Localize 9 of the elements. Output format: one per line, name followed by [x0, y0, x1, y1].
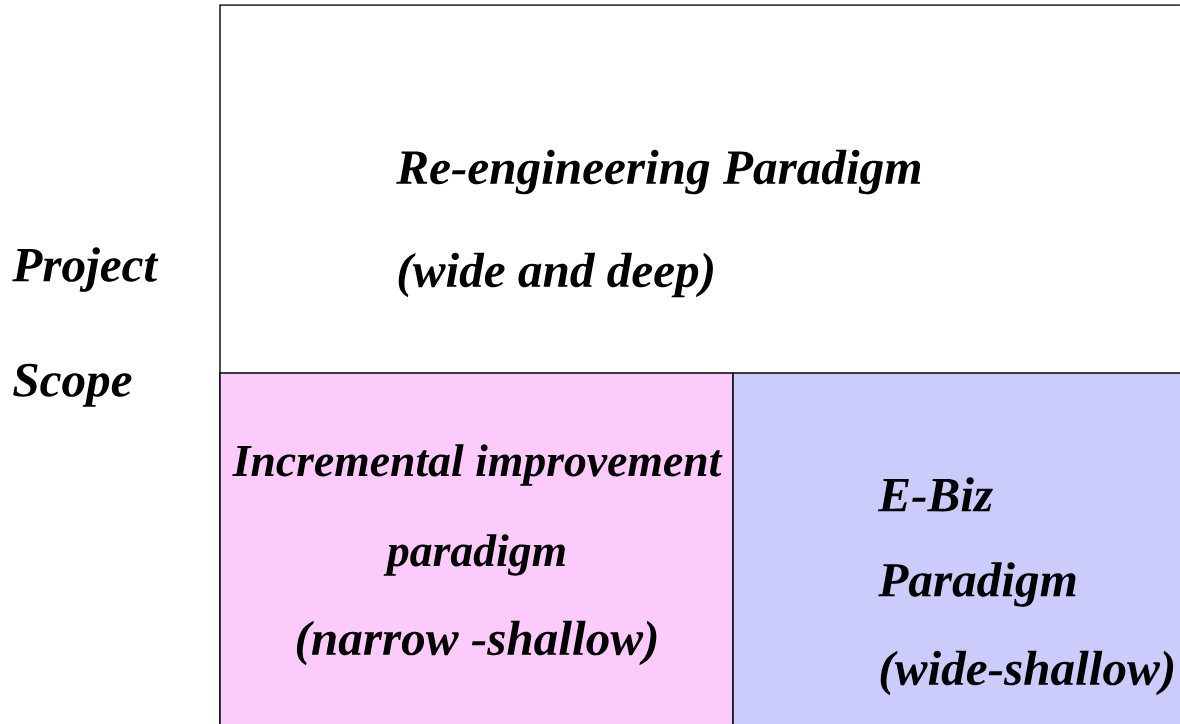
axis-label: Project Scope [12, 247, 159, 407]
paradigm-title: Re-engineering Paradigm [396, 149, 921, 195]
paradigm-subtitle: (wide and deep) [398, 252, 713, 298]
paradigm-region [219, 372, 734, 724]
paradigm-title: Incremental improvement paradigm [232, 444, 723, 576]
paradigm-subtitle: (narrow -shallow) [296, 620, 657, 666]
paradigm-subtitle: (wide-shallow) [880, 650, 1174, 696]
paradigm-title: E-Biz Paradigm [877, 477, 1076, 607]
paradigm-region [732, 372, 1180, 724]
